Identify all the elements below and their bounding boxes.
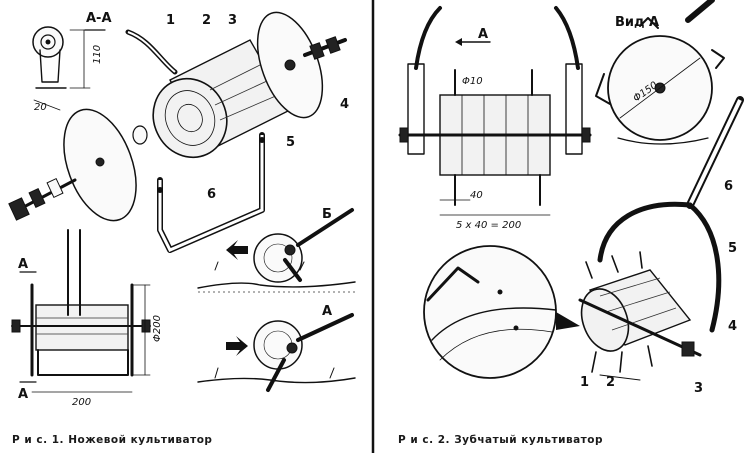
fig1-view-label-bottom: А [18, 387, 28, 402]
fig1-callout-2: 2 [202, 13, 211, 28]
fig2-dim-40: 40 [470, 190, 483, 201]
fig2-view-a-disc [595, 0, 725, 145]
fig1-detail-a-label: А [322, 304, 332, 319]
fig2-dim-phi10: Φ10 [462, 76, 483, 87]
fig2-caption-prefix: Р и с. 2. [398, 434, 451, 446]
fig2-callout-5: 5 [728, 241, 737, 256]
fig2-callout-6: 6 [724, 179, 733, 194]
fig2-tooth-detail [423, 245, 580, 379]
fig1-callout-5: 5 [286, 135, 295, 150]
fig1-detail-b [197, 208, 356, 293]
fig2-callout-4: 4 [728, 319, 737, 334]
fig2-view-label: Вид А [615, 15, 659, 30]
fig1-drawing: А-А 110 20 [8, 11, 356, 408]
fig1-dim-20: 20 [34, 102, 47, 113]
fig2-perspective-assembly [578, 96, 744, 381]
fig1-caption-prefix: Р и с. 1. [12, 434, 65, 446]
fig1-dim-len-200: 200 [72, 397, 91, 408]
fig2-caption-text: Зубчатый культиватор [454, 434, 603, 446]
fig1-callout-3: 3 [228, 13, 237, 28]
fig1-front-view [11, 229, 151, 393]
fig1-section-aa-view [32, 26, 106, 111]
fig1-section-label: А-А [86, 11, 112, 26]
fig1-callout-1: 1 [166, 13, 175, 28]
fig1-detail-a [197, 313, 356, 392]
fig2-caption: Р и с. 2. Зубчатый культиватор [398, 434, 603, 446]
fig2-callout-3: 3 [694, 381, 703, 396]
fig2-callout-1: 1 [580, 375, 589, 390]
fig2-elevation-view [398, 6, 592, 216]
fig1-view-label-top: А [18, 257, 28, 272]
fig1-callout-6: 6 [207, 187, 216, 202]
fig2-arrow-a-label: А [478, 27, 488, 42]
fig1-detail-b-label: Б [322, 207, 332, 222]
fig1-dim-diam-200: Φ200 [152, 315, 163, 342]
fig2-dim-5x40: 5 х 40 = 200 [456, 220, 521, 231]
fig1-caption-text: Ножевой культиватор [68, 434, 213, 446]
fig2-callout-2: 2 [606, 375, 615, 390]
fig1-exploded-assembly [8, 11, 347, 253]
fig1-dim-110: 110 [92, 45, 103, 64]
fig2-drawing: А Φ10 40 5 х 40 = 200 Вид А Φ150 [398, 0, 744, 396]
fig1-caption: Р и с. 1. Ножевой культиватор [12, 434, 212, 446]
fig1-callout-4: 4 [340, 97, 349, 112]
